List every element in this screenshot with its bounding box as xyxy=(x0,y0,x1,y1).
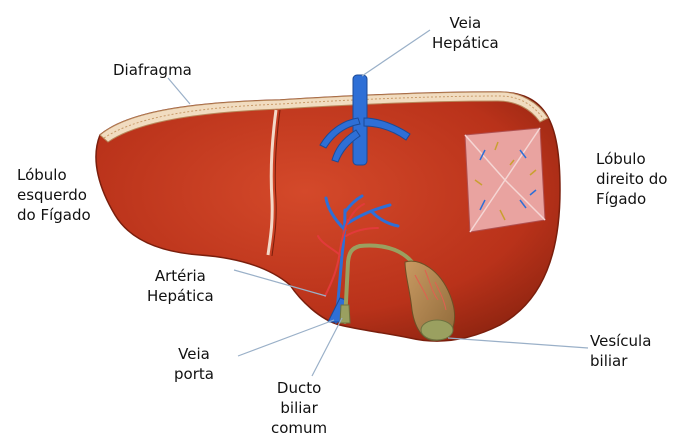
leader-veia-porta xyxy=(238,320,334,356)
lobule-cutaway xyxy=(465,128,545,232)
label-veia-porta: Veia porta xyxy=(174,344,214,384)
leader-vesicula xyxy=(448,338,588,348)
label-diafragma: Diafragma xyxy=(113,60,192,80)
label-lobulo-direito: Lóbulo direito do Fígado xyxy=(596,149,667,209)
label-veia-hepatica: Veia Hepática xyxy=(432,13,499,53)
bile-duct-outline xyxy=(340,305,350,323)
leader-veia-hepatica xyxy=(362,30,430,76)
label-arteria-hepatica: Artéria Hepática xyxy=(147,266,214,306)
label-vesicula-biliar: Vesícula biliar xyxy=(590,331,651,371)
leader-diafragma xyxy=(168,78,190,104)
label-ducto-biliar: Ducto biliar comum xyxy=(271,378,327,438)
gallbladder-fundus xyxy=(421,320,453,340)
label-lobulo-esquerdo: Lóbulo esquerdo do Fígado xyxy=(17,165,91,225)
